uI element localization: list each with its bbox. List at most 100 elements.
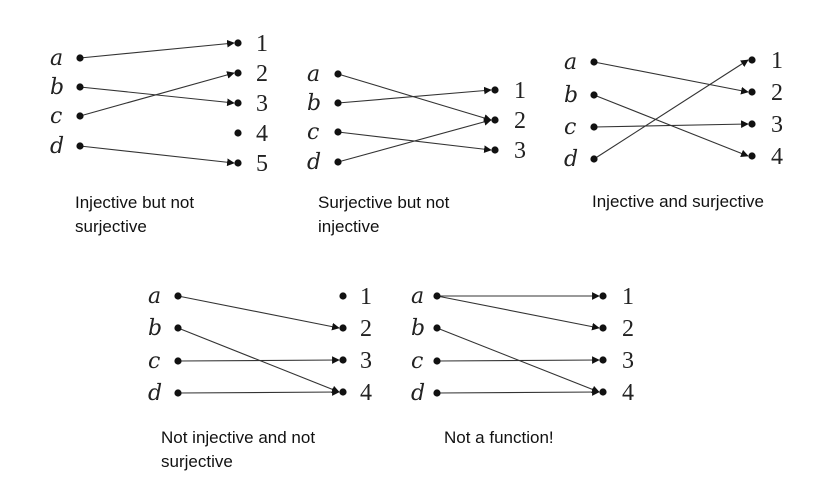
- diagram-caption: injective: [318, 217, 379, 236]
- codomain-label: 5: [256, 151, 268, 177]
- codomain-dot: [599, 292, 607, 300]
- codomain-dot: [491, 86, 499, 94]
- diagram-caption: Injective but not: [75, 193, 194, 212]
- domain-label: d: [148, 381, 162, 406]
- domain-label: b: [307, 91, 321, 116]
- codomain-dot: [491, 146, 499, 154]
- codomain-label: 1: [514, 78, 526, 104]
- mapping-arrow: [177, 356, 340, 364]
- domain-label: c: [411, 349, 423, 374]
- codomain-label: 2: [771, 80, 783, 106]
- codomain-label: 1: [771, 48, 783, 74]
- mapping-arrow: [593, 59, 749, 160]
- domain-dot: [433, 292, 441, 300]
- domain-dot: [590, 58, 598, 66]
- codomain-label: 4: [360, 380, 372, 406]
- codomain-dot: [599, 356, 607, 364]
- codomain-label: 3: [622, 348, 634, 374]
- domain-dot: [76, 54, 84, 62]
- mapping-arrow: [177, 388, 340, 396]
- domain-label: a: [50, 46, 63, 71]
- domain-label: d: [411, 381, 425, 406]
- domain-label: d: [50, 134, 64, 159]
- codomain-label: 1: [256, 31, 268, 57]
- mapping-arrow: [337, 86, 492, 104]
- domain-dot: [174, 292, 182, 300]
- codomain-label: 1: [360, 284, 372, 310]
- codomain-dot: [748, 88, 756, 96]
- domain-dot: [433, 324, 441, 332]
- codomain-label: 3: [514, 138, 526, 164]
- domain-dot: [76, 83, 84, 91]
- diagram-caption: surjective: [75, 217, 147, 236]
- codomain-dot: [339, 292, 347, 300]
- domain-label: c: [307, 120, 319, 145]
- mapping-arrow: [79, 145, 235, 167]
- codomain-label: 2: [360, 316, 372, 342]
- diagram-caption: surjective: [161, 452, 233, 471]
- domain-dot: [590, 155, 598, 163]
- codomain-label: 2: [514, 108, 526, 134]
- domain-label: c: [148, 349, 160, 374]
- codomain-dot: [234, 69, 242, 77]
- domain-dot: [174, 357, 182, 365]
- codomain-label: 1: [622, 284, 634, 310]
- domain-label: c: [50, 104, 62, 129]
- codomain-label: 4: [256, 121, 268, 147]
- mapping-arrow: [436, 388, 600, 396]
- codomain-label: 4: [771, 144, 783, 170]
- domain-dot: [334, 70, 342, 78]
- codomain-label: 2: [256, 61, 268, 87]
- codomain-dot: [748, 120, 756, 128]
- mapping-arrow: [593, 120, 749, 128]
- codomain-dot: [339, 324, 347, 332]
- codomain-dot: [491, 116, 499, 124]
- mapping-arrow: [593, 61, 749, 95]
- codomain-dot: [339, 388, 347, 396]
- codomain-label: 3: [771, 112, 783, 138]
- codomain-dot: [339, 356, 347, 364]
- domain-dot: [590, 91, 598, 99]
- codomain-dot: [234, 99, 242, 107]
- mapping-arrow: [436, 356, 600, 364]
- codomain-label: 4: [622, 380, 634, 406]
- domain-label: a: [411, 284, 424, 309]
- codomain-label: 3: [360, 348, 372, 374]
- domain-label: c: [564, 115, 576, 140]
- domain-label: b: [411, 316, 425, 341]
- codomain-dot: [599, 324, 607, 332]
- codomain-dot: [748, 56, 756, 64]
- diagram-caption: Injective and surjective: [592, 192, 764, 211]
- domain-label: d: [564, 147, 578, 172]
- codomain-dot: [234, 39, 242, 47]
- mapping-arrow: [177, 295, 340, 331]
- diagram-caption: Not injective and not: [161, 428, 315, 447]
- codomain-dot: [748, 152, 756, 160]
- domain-dot: [174, 324, 182, 332]
- domain-label: b: [148, 316, 162, 341]
- domain-dot: [334, 128, 342, 136]
- codomain-dot: [599, 388, 607, 396]
- domain-dot: [590, 123, 598, 131]
- diagram-caption: Surjective but not: [318, 193, 450, 212]
- domain-label: a: [564, 50, 577, 75]
- domain-dot: [433, 389, 441, 397]
- mapping-arrow: [79, 71, 235, 117]
- codomain-dot: [234, 129, 242, 137]
- domain-label: b: [564, 83, 578, 108]
- domain-dot: [334, 158, 342, 166]
- domain-label: a: [148, 284, 161, 309]
- mapping-arrow: [337, 118, 492, 163]
- mapping-arrow: [436, 295, 600, 331]
- domain-dot: [76, 142, 84, 150]
- mapping-arrow: [79, 39, 235, 59]
- domain-label: a: [307, 62, 320, 87]
- domain-dot: [76, 112, 84, 120]
- domain-dot: [174, 389, 182, 397]
- diagram-caption: Not a function!: [444, 428, 554, 447]
- domain-label: b: [50, 75, 64, 100]
